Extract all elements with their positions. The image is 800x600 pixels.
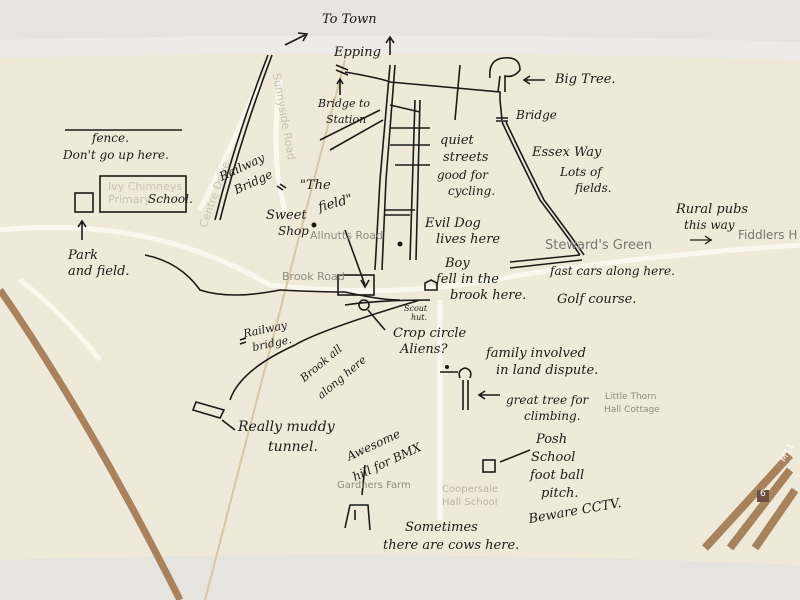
note-crop-circle: Crop circle: [393, 326, 467, 341]
arrow-icon: [77, 219, 87, 240]
note-family: family involved: [486, 346, 586, 361]
note-really-muddy: Really muddy: [238, 419, 335, 435]
railway-line: [204, 59, 346, 600]
note-scout: Scout: [404, 304, 428, 313]
note-fields: fields.: [575, 181, 612, 195]
cow-shed-drawing: [344, 504, 371, 531]
tunnel-icon: [191, 401, 226, 419]
note-pitch: pitch.: [541, 486, 579, 501]
note-school: School.: [148, 192, 193, 206]
note-and-field: and field.: [68, 264, 130, 279]
note-sometimes: Sometimes: [405, 520, 478, 535]
arrow-icon: [336, 77, 344, 95]
label-fiddlers-hamlet: Fiddlers H: [738, 228, 798, 242]
note-the: "The: [300, 178, 331, 193]
note-good-for: good for: [437, 168, 489, 182]
park-square: [74, 192, 94, 213]
note-epping: Epping: [334, 45, 381, 60]
label-gardners-farm: Gardners Farm: [337, 480, 411, 491]
label-junction: 6: [760, 489, 766, 499]
label-stewards-green: Steward's Green: [545, 238, 653, 253]
note-this-way: this way: [684, 218, 735, 232]
field-box: [337, 274, 375, 296]
main-road: [0, 288, 184, 600]
school-outline: [99, 175, 187, 213]
motorway: [702, 452, 799, 551]
note-hut: hut.: [411, 313, 428, 322]
bridge-mark: [496, 99, 508, 122]
label-little-thorn: Little Thorn: [605, 392, 657, 402]
note-climbing: climbing.: [524, 409, 581, 423]
note-park: Park: [68, 248, 99, 263]
scout-hut-icon: [424, 279, 438, 291]
map-sheet: [0, 53, 800, 566]
note-fence: fence.: [92, 131, 129, 145]
great-tree-drawing: [458, 367, 472, 410]
note-foot-ball: foot ball: [530, 468, 585, 483]
note-posh: Posh: [536, 432, 568, 447]
junction-badge: [757, 490, 769, 502]
note-aliens: Aliens?: [400, 342, 448, 357]
note-fell-in: fell in the: [436, 272, 499, 287]
note-quiet: quiet: [440, 133, 474, 148]
note-bridge-essex: Bridge: [516, 108, 557, 122]
ink-drawings: [65, 32, 713, 531]
note-dont-go: Don't go up here.: [63, 148, 169, 162]
note-land-dispute: in land dispute.: [496, 363, 599, 378]
note-streets: streets: [443, 150, 489, 165]
note-tunnel: tunnel.: [268, 439, 318, 455]
note-lots-of: Lots of: [560, 165, 602, 179]
note-fast-cars: fast cars along here.: [550, 264, 675, 278]
note-essex-way: Essex Way: [532, 145, 602, 160]
label-allnutts-road: Allnutts Road: [310, 229, 384, 242]
note-station: Station: [326, 113, 367, 126]
note-rural-pubs: Rural pubs: [676, 202, 749, 217]
note-to-town: To Town: [322, 12, 377, 27]
pitch-square: [482, 459, 496, 473]
note-shop: Shop: [278, 224, 309, 238]
drawn-road: [214, 54, 273, 221]
label-hall-school: Hall School: [442, 497, 498, 508]
note-posh-school: School: [531, 450, 576, 465]
label-brook-road: Brook Road: [282, 270, 345, 283]
big-tree-drawing: [488, 56, 521, 93]
note-cows: there are cows here.: [383, 538, 520, 553]
note-great-tree: great tree for: [506, 393, 589, 407]
note-bridge-to: Bridge to: [318, 97, 370, 110]
label-ivy-chimneys: Ivy Chimneys: [108, 180, 183, 193]
label-coopersale: Coopersale: [442, 484, 499, 495]
note-boy: Boy: [445, 256, 470, 271]
label-primary: Primary: [108, 193, 151, 206]
arrow-icon: [385, 35, 395, 55]
label-hall-cottage: Hall Cottage: [604, 405, 660, 415]
note-brook-here: brook here.: [450, 288, 527, 303]
arrow-icon: [284, 32, 309, 46]
note-lives-here: lives here: [436, 232, 501, 247]
note-evil-dog: Evil Dog: [425, 216, 481, 231]
arrow-icon: [522, 75, 545, 85]
note-golf-course: Golf course.: [557, 292, 637, 307]
note-big-tree: Big Tree.: [555, 72, 616, 87]
essex-way-path: [501, 121, 585, 256]
note-sweet: Sweet: [266, 208, 307, 223]
note-cycling: cycling.: [448, 184, 496, 198]
